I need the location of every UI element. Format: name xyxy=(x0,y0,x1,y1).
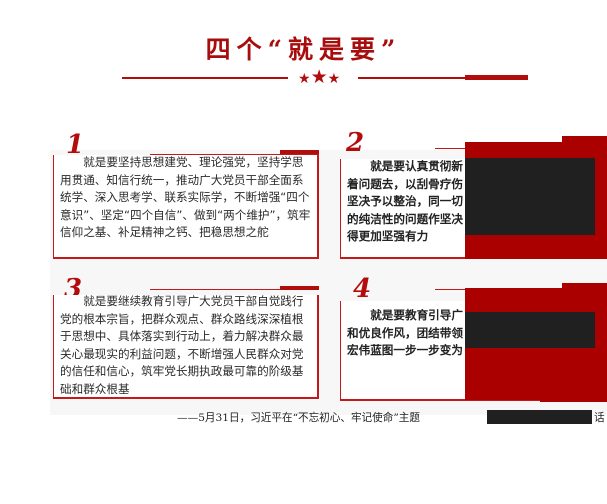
item-card-3-corner-accent xyxy=(280,286,319,290)
redaction-block-dark-4 xyxy=(465,312,595,348)
item-card-3-top-border xyxy=(150,289,319,290)
item-card-3: 就是要继续教育引导广大党员干部自觉践行党的根本宗旨，把群众观点、群众路线深深植根… xyxy=(53,294,319,399)
three-stars-icon: ★★★ xyxy=(298,68,341,87)
item-text-3: 就是要继续教育引导广大党员干部自觉践行党的根本宗旨，把群众观点、群众路线深深植根… xyxy=(60,294,304,396)
divider-left-line xyxy=(122,77,288,79)
item-card-1-top-border xyxy=(150,154,319,155)
redaction-block-citation xyxy=(487,410,592,424)
item-text-4: 就是要教育引导广 和优良作风，团结带领 宏伟蓝图一步一步变为 xyxy=(347,308,463,358)
item-text-2: 就是要认真贯彻新 着问题去，以刮骨疗伤 坚决予以整治，同一切 的纯洁性的问题作坚… xyxy=(347,159,463,244)
page-title: 四个“就是要” xyxy=(205,35,402,64)
item-number-1: 1 xyxy=(66,130,85,160)
item-number-2: 2 xyxy=(346,128,365,158)
star-icon: ★ xyxy=(298,71,311,87)
item-card-1: 就是要坚持思想建党、理论强党，坚持学思用贯通、知信行统一，推动广大党员干部全面系… xyxy=(53,155,319,259)
item-number-4: 4 xyxy=(353,274,372,304)
redaction-bar-red-bottom xyxy=(540,398,607,402)
star-icon: ★ xyxy=(327,71,341,87)
redaction-block-dark-2 xyxy=(465,158,595,235)
redaction-block-red-2-corner xyxy=(562,136,607,144)
star-icon: ★ xyxy=(310,66,328,88)
divider-right-line xyxy=(358,77,528,79)
item-text-1: 就是要坚持思想建党、理论强党，坚持学思用贯通、知信行统一，推动广大党员干部全面系… xyxy=(60,155,311,240)
item-card-1-corner-accent xyxy=(280,150,319,154)
citation-text-end: 话 xyxy=(594,412,605,424)
divider-right-thick-segment xyxy=(465,75,528,80)
citation-text: ——5月31日，习近平在“不忘初心、牢记使命”主题 xyxy=(177,412,420,424)
redaction-block-red-4-corner xyxy=(562,283,607,291)
